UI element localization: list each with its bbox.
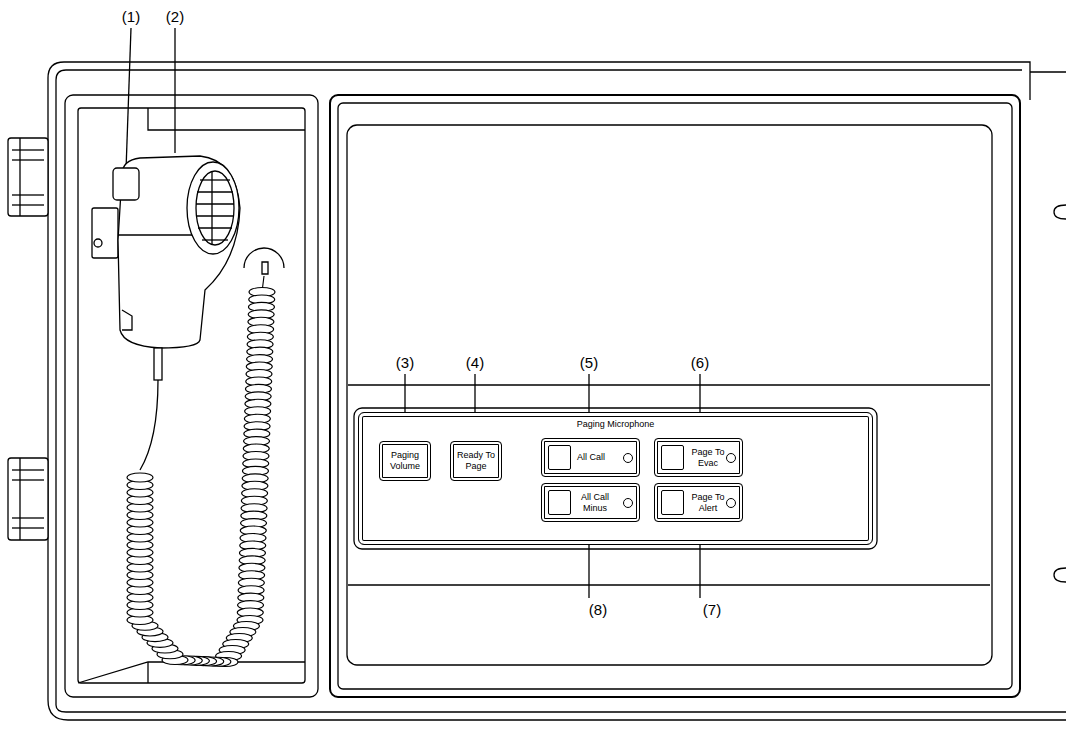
zone-button: Page To Evac	[654, 438, 743, 477]
mic-cord	[140, 380, 158, 470]
status-led	[726, 498, 736, 508]
panel-heading: Paging Microphone	[359, 419, 872, 429]
zone-button: All Call	[541, 438, 640, 477]
callout-number: (8)	[589, 601, 607, 618]
cord-loop	[127, 473, 153, 482]
mic-compartment	[65, 95, 318, 697]
coiled-cord	[127, 276, 275, 667]
key-cap	[548, 445, 571, 470]
housing-outline	[48, 78, 1066, 720]
hinge	[8, 138, 48, 216]
cord-socket	[244, 248, 284, 268]
key-cap	[661, 490, 684, 515]
callout-number: (3)	[396, 354, 414, 371]
status-led	[726, 453, 736, 463]
callout-number: (6)	[691, 354, 709, 371]
button-label: Ready To Page	[456, 450, 496, 472]
status-led	[623, 453, 633, 463]
ready-button: Ready To Page	[450, 441, 502, 481]
hinge	[8, 458, 48, 540]
button-label: All Call	[577, 452, 605, 463]
volume-button: Paging Volume	[379, 441, 431, 481]
callout-number: (7)	[703, 601, 721, 618]
zone-button: All Call Minus	[541, 483, 640, 522]
control-faceplate: Paging MicrophonePaging Volume Ready To P…	[358, 412, 873, 545]
key-cap	[661, 445, 684, 470]
zone-button: Page To Alert	[654, 483, 743, 522]
button-label: Page To Evac	[690, 447, 726, 469]
grille-bars	[196, 172, 234, 245]
button-label: Page To Alert	[690, 492, 726, 514]
callout-number: (4)	[466, 354, 484, 371]
callout-number: (5)	[580, 354, 598, 371]
button-label: All Call Minus	[577, 492, 613, 514]
status-led	[623, 498, 633, 508]
callout-number: (2)	[166, 8, 184, 25]
faceplate-frame	[354, 408, 877, 549]
key-cap	[548, 490, 571, 515]
microphone	[92, 156, 240, 380]
button-label: Paging Volume	[385, 450, 425, 472]
panel-door	[330, 95, 1020, 697]
callout-number: (1)	[122, 8, 140, 25]
